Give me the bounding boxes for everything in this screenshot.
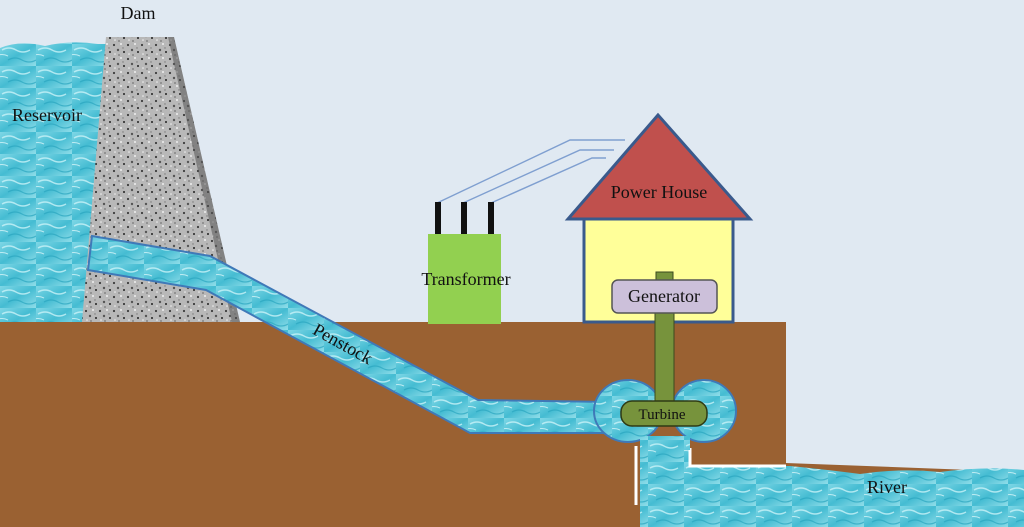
transformer [428, 202, 501, 324]
power-house-roof [564, 112, 754, 221]
generator-label: Generator [628, 286, 700, 306]
reservoir-water [0, 42, 108, 323]
reservoir-label: Reservoir [12, 105, 82, 125]
tailrace-outline [634, 446, 786, 505]
power-house [564, 112, 754, 427]
transformer-terminal-1 [435, 202, 441, 237]
transformer-body [428, 234, 501, 324]
transformer-terminal-2 [461, 202, 467, 237]
draft-tube [640, 436, 690, 450]
river-label: River [867, 477, 907, 497]
transformer-label: Transformer [421, 269, 510, 289]
transformer-terminal-3 [488, 202, 494, 237]
turbine-shaft [654, 311, 675, 405]
dam-label: Dam [121, 3, 156, 23]
dam-shadow-edge [168, 37, 240, 322]
generator [611, 279, 718, 314]
power-house-label: Power House [611, 182, 708, 202]
turbine-label: Turbine [639, 407, 686, 423]
turbine [620, 400, 708, 427]
river-water [640, 448, 1024, 527]
power-lines [436, 139, 625, 204]
